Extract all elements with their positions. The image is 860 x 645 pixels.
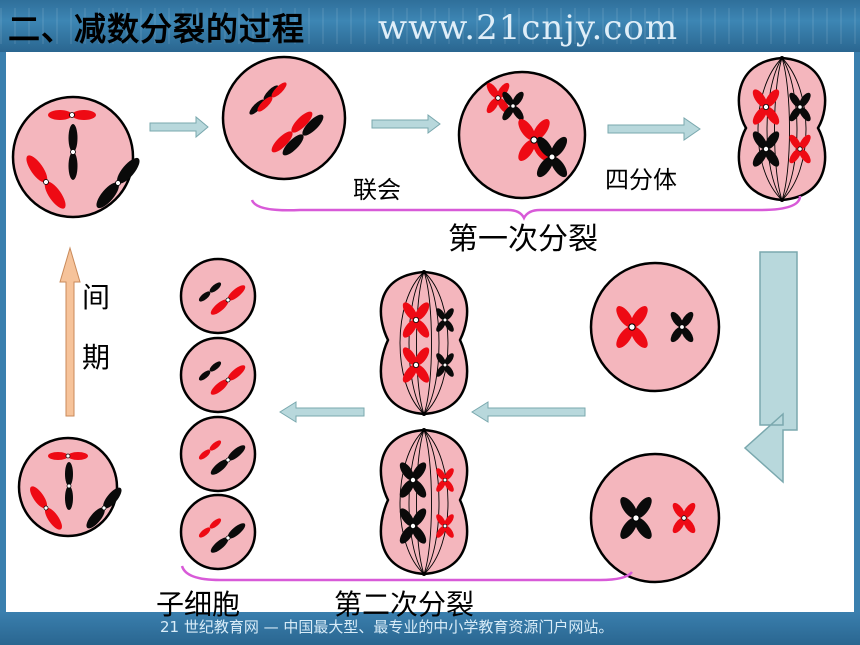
slide-title: 二、减数分裂的过程: [8, 10, 306, 48]
daughter-cell-3: [179, 415, 257, 493]
bracket-second-division: [180, 565, 633, 582]
label-synapsis: 联会: [353, 176, 401, 204]
label-daughter-cells: 子细胞: [156, 588, 241, 621]
site-watermark: www.21cnjy.com: [378, 8, 679, 48]
arrow-5: [279, 401, 365, 423]
arrow-l-shape: [743, 251, 798, 484]
cell-prophase: [221, 55, 347, 181]
arrow-interphase-up: [59, 246, 81, 417]
arrow-1: [149, 115, 209, 139]
cell-tetrad: [737, 56, 827, 202]
right-border: [854, 52, 860, 612]
header-stripes: [0, 8, 860, 44]
bracket-first-division: [250, 195, 802, 221]
label-second-division: 第二次分裂: [334, 588, 475, 621]
label-interphase-top-char: 间: [82, 281, 111, 314]
header-bar: [0, 0, 860, 52]
cell-secondary-lower: [589, 452, 721, 584]
arrow-2: [371, 114, 441, 134]
label-tetrad: 四分体: [605, 166, 677, 194]
arrow-4: [471, 401, 586, 423]
daughter-cell-1: [179, 257, 257, 335]
label-interphase-bottom-char: 期: [82, 341, 111, 374]
daughter-cell-4: [179, 493, 257, 571]
cell-metaphase2-upper: [379, 270, 469, 416]
footer-bar: [0, 612, 860, 645]
cell-interphase-top: [11, 95, 140, 219]
footer-text: 21 世纪教育网 — 中国最大型、最专业的中小学教育资源门户网站。: [160, 618, 614, 636]
cell-metaphase2-lower: [379, 428, 469, 576]
label-first-division: 第一次分裂: [448, 222, 598, 257]
arrow-3: [607, 117, 701, 141]
daughter-cell-2: [179, 336, 257, 414]
cell-secondary-upper: [589, 261, 721, 393]
cell-synapsis: [457, 70, 587, 200]
cell-interphase-bottom: [17, 436, 122, 538]
left-border: [0, 52, 6, 612]
